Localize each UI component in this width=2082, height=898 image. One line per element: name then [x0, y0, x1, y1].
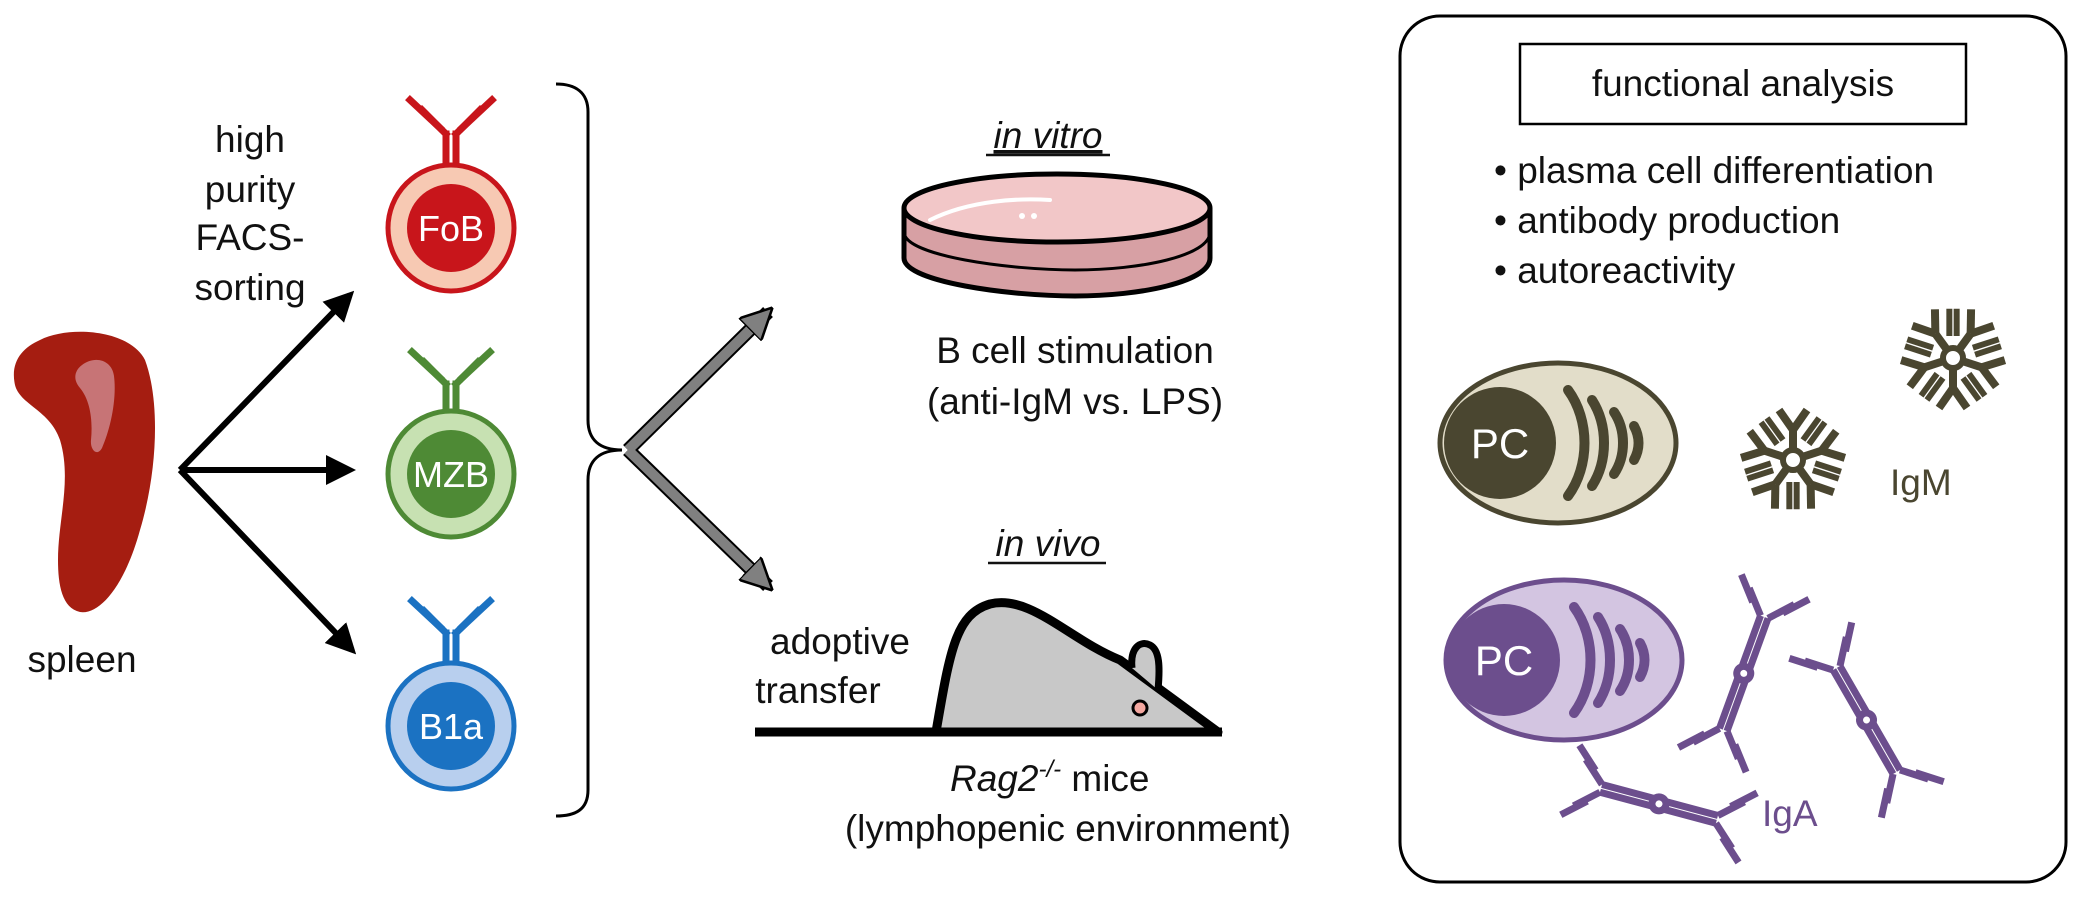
plasma-cell-nucleus [1448, 604, 1560, 716]
cell-mzb-nucleus [407, 430, 495, 518]
in-vitro-line-1: B cell stimulation [936, 330, 1214, 371]
pc-label-igm: PC [1471, 420, 1529, 467]
sorting-line-3: FACS- [196, 217, 305, 258]
igm-pentamer-icon [1737, 410, 1848, 516]
panel-title-box [1518, 42, 1968, 126]
in-vitro-line-2: (anti-IgM vs. LPS) [927, 381, 1223, 422]
bcr-receptor-icon [405, 95, 497, 172]
bullet-icon: • [1494, 150, 1517, 191]
grouping-brace [555, 82, 623, 818]
in-vitro-heading: in vitro [994, 115, 1103, 156]
iga-label: IgA [1762, 793, 1818, 834]
gray-arrow-up [624, 312, 768, 454]
in-vivo-heading: in vivo [996, 523, 1101, 564]
bcr-receptor-icon [407, 596, 495, 666]
functional-analysis-panel: functional analysis • plasma cell differ… [1398, 14, 2068, 884]
bullet-text-3: autoreactivity [1517, 250, 1735, 291]
petri-dish-icon [901, 171, 1213, 299]
iga-dimer-icon [1676, 573, 1811, 774]
er-stripes-icon [1563, 385, 1644, 501]
sorting-line-2: purity [205, 169, 296, 210]
arrow-to-b1a [177, 467, 357, 655]
adoptive-line-2: transfer [755, 670, 880, 711]
bcr-receptor-icon [407, 347, 495, 417]
cell-b1a-label: B1a [419, 706, 484, 747]
gray-split-arrows [623, 312, 768, 586]
environment-label: (lymphopenic environment) [845, 808, 1291, 849]
arrow-to-fob [177, 290, 355, 473]
sorting-line-1: high [215, 119, 285, 160]
sorting-line-4: sorting [194, 267, 305, 308]
bullet-item-2: • antibody production [1494, 200, 1840, 241]
cell-fob-label: FoB [418, 208, 484, 249]
bullet-item-3: • autoreactivity [1494, 250, 1736, 291]
bullet-icon: • [1494, 250, 1517, 291]
bullet-text-2: antibody production [1517, 200, 1840, 241]
iga-dimer-icon [1788, 621, 1945, 819]
cell-fob: FoB [385, 95, 517, 294]
cell-b1a: B1a [385, 596, 517, 792]
bullet-text-1: plasma cell differentiation [1517, 150, 1934, 191]
cell-fob-nucleus [407, 184, 495, 272]
igm-pentamer-icon [1897, 302, 2008, 408]
sorting-label: high purity FACS- sorting [194, 119, 305, 308]
spleen-group: spleen [13, 331, 156, 680]
plasma-cell-iga: PC [1443, 577, 1685, 743]
adoptive-line-1: adoptive [770, 621, 910, 662]
spleen-arrows [177, 290, 357, 655]
bullet-icon: • [1494, 200, 1517, 241]
mice-label-italic: Rag2 [950, 758, 1039, 799]
bullet-list: • plasma cell differentiation • antibody… [1494, 150, 1934, 291]
cell-mzb: MZB [385, 347, 517, 540]
in-vitro-section: in vitro B cell stimulation (anti-IgM vs… [901, 115, 1223, 422]
mice-label: Rag2-/- mice [950, 756, 1150, 799]
spleen-highlight-icon [75, 359, 115, 453]
mice-label-sup: -/- [1038, 756, 1061, 783]
er-stripes-icon [1569, 602, 1650, 718]
gray-arrow-down [624, 446, 768, 586]
in-vivo-section: in vivo adoptive transfer Rag2-/- mice (… [755, 523, 1291, 849]
mouse-icon [755, 598, 1223, 737]
spleen-icon [13, 331, 156, 613]
cell-mzb-label: MZB [413, 454, 489, 495]
bullet-item-1: • plasma cell differentiation [1494, 150, 1934, 191]
plasma-cell-nucleus [1444, 387, 1556, 499]
igm-label: IgM [1890, 462, 1952, 503]
mice-label-rest: mice [1061, 758, 1149, 799]
cell-b1a-nucleus [407, 682, 495, 770]
pc-label-iga: PC [1475, 637, 1533, 684]
iga-dimer-icon [1559, 743, 1759, 865]
plasma-cell-igm: PC [1437, 360, 1679, 526]
spleen-label: spleen [27, 639, 136, 680]
panel-title: functional analysis [1592, 63, 1894, 104]
